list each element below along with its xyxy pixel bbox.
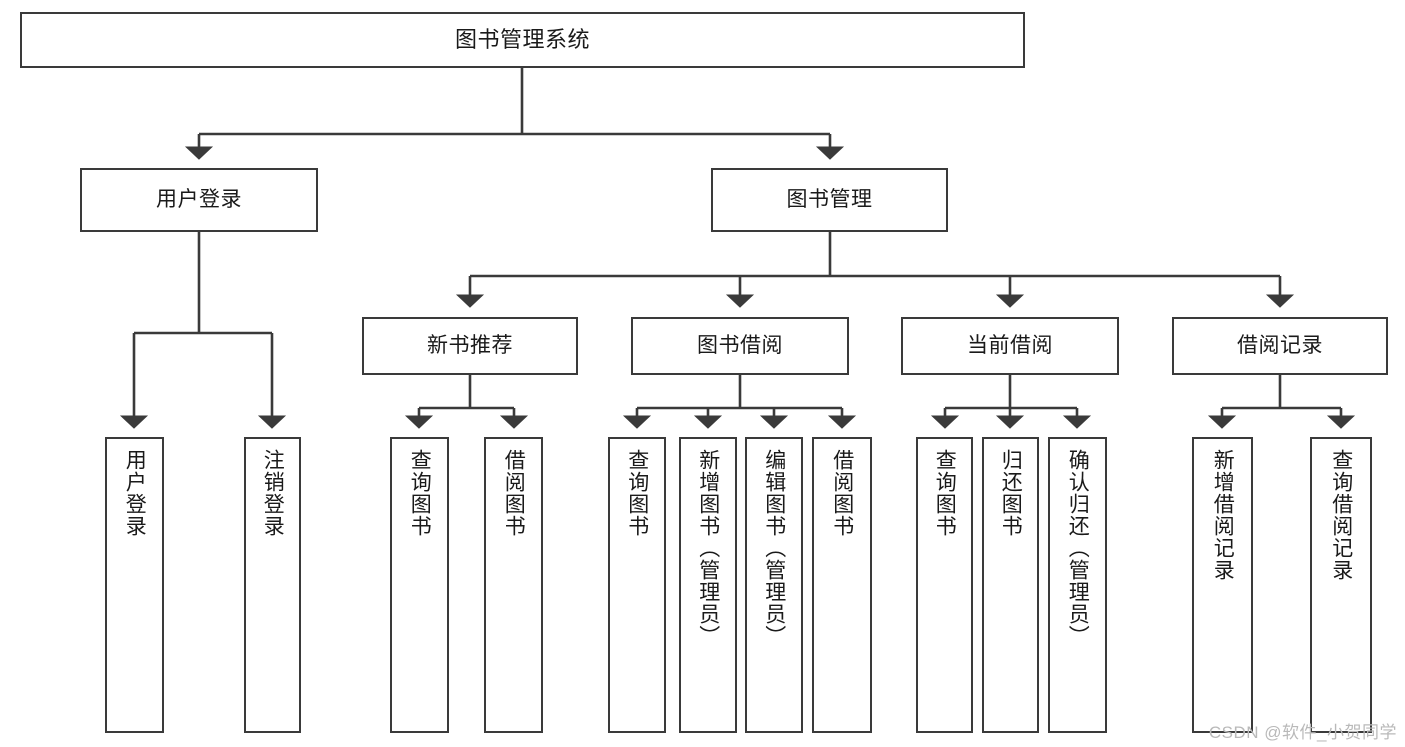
- leaf-query-book-current-label: 查询图书: [933, 449, 957, 537]
- leaf-query-borrow-record[interactable]: 查询借阅记录: [1310, 437, 1372, 733]
- leaf-query-book-label: 查询图书: [625, 449, 649, 537]
- leaf-add-borrow-record[interactable]: 新增借阅记录: [1192, 437, 1253, 733]
- leaf-return-book-label: 归还图书: [999, 449, 1023, 537]
- leaf-query-book-current[interactable]: 查询图书: [916, 437, 973, 733]
- node-new-book-recommend[interactable]: 新书推荐: [362, 317, 578, 375]
- node-current-borrow-label: 当前借阅: [967, 334, 1053, 358]
- leaf-confirm-return-admin-label: 确认归还（管理员）: [1066, 449, 1090, 647]
- leaf-user-login-label: 用户登录: [123, 449, 147, 537]
- node-new-book-recommend-label: 新书推荐: [427, 334, 513, 358]
- leaf-query-book[interactable]: 查询图书: [608, 437, 666, 733]
- node-book-borrow-label: 图书借阅: [697, 334, 783, 358]
- leaf-borrow-book[interactable]: 借阅图书: [812, 437, 872, 733]
- leaf-user-login[interactable]: 用户登录: [105, 437, 164, 733]
- leaf-borrow-book-label: 借阅图书: [830, 449, 854, 537]
- node-root[interactable]: 图书管理系统: [20, 12, 1025, 68]
- watermark: CSDN @软件_小贺同学: [1208, 723, 1397, 742]
- leaf-query-book-recommend-label: 查询图书: [408, 449, 432, 537]
- leaf-query-book-recommend[interactable]: 查询图书: [390, 437, 449, 733]
- leaf-edit-book-admin-label: 编辑图书（管理员）: [762, 449, 786, 647]
- leaf-query-borrow-record-label: 查询借阅记录: [1329, 449, 1353, 581]
- leaf-add-borrow-record-label: 新增借阅记录: [1211, 449, 1235, 581]
- leaf-logout[interactable]: 注销登录: [244, 437, 301, 733]
- node-borrow-records[interactable]: 借阅记录: [1172, 317, 1388, 375]
- node-book-management[interactable]: 图书管理: [711, 168, 948, 232]
- node-book-management-label: 图书管理: [786, 188, 873, 212]
- leaf-borrow-book-recommend[interactable]: 借阅图书: [484, 437, 543, 733]
- leaf-add-book-admin-label: 新增图书（管理员）: [696, 449, 720, 647]
- leaf-add-book-admin[interactable]: 新增图书（管理员）: [679, 437, 737, 733]
- node-root-label: 图书管理系统: [454, 26, 590, 52]
- leaf-logout-label: 注销登录: [261, 449, 285, 537]
- node-user-login[interactable]: 用户登录: [80, 168, 318, 232]
- leaf-edit-book-admin[interactable]: 编辑图书（管理员）: [745, 437, 803, 733]
- leaf-confirm-return-admin[interactable]: 确认归还（管理员）: [1048, 437, 1107, 733]
- node-borrow-records-label: 借阅记录: [1237, 334, 1323, 358]
- node-user-login-label: 用户登录: [156, 188, 242, 212]
- leaf-borrow-book-recommend-label: 借阅图书: [502, 449, 526, 537]
- node-current-borrow[interactable]: 当前借阅: [901, 317, 1119, 375]
- node-book-borrow[interactable]: 图书借阅: [631, 317, 849, 375]
- leaf-return-book[interactable]: 归还图书: [982, 437, 1039, 733]
